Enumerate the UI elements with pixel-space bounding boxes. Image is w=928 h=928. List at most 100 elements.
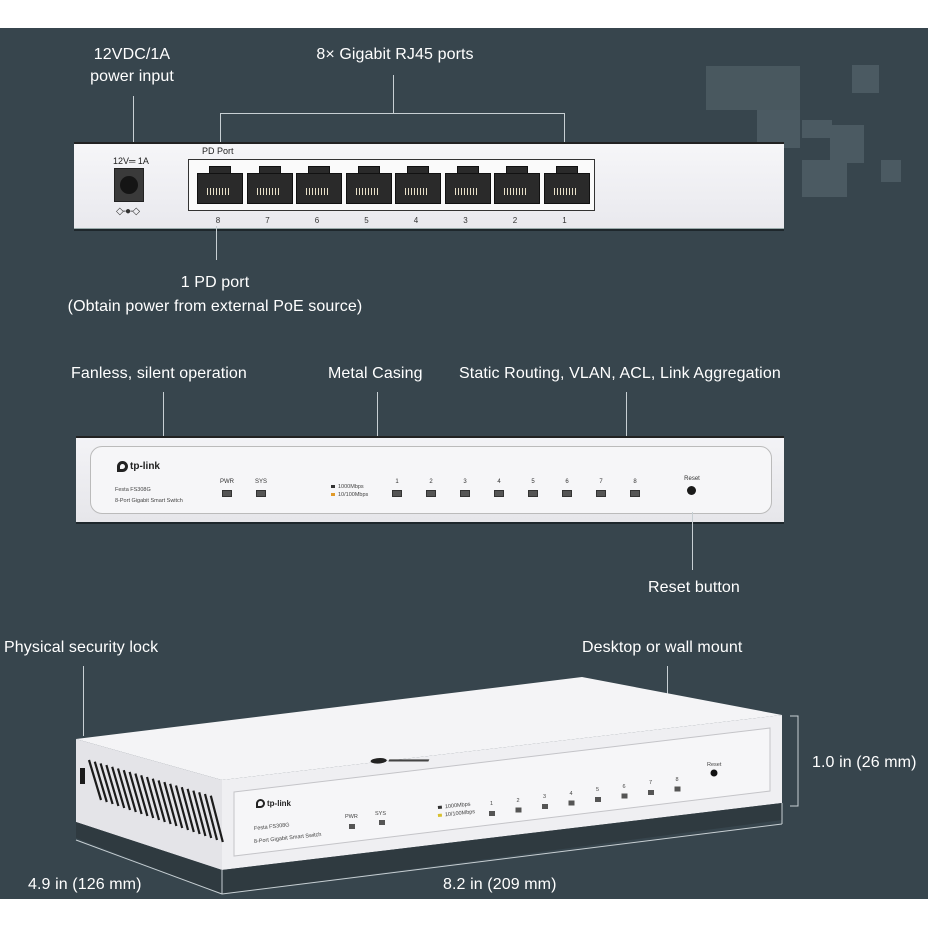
vent-slots	[87, 759, 224, 843]
ports-bracket-left	[220, 113, 221, 155]
port-led-label: 5	[531, 479, 535, 485]
port-latch	[555, 166, 578, 175]
iso-legend-10-100: 10/100Mbps	[437, 809, 476, 819]
legend-1000-text: 1000Mbps	[338, 484, 364, 490]
iso-port-led	[489, 811, 495, 816]
vent-slot	[87, 759, 103, 801]
port-number-label: 2	[512, 216, 518, 225]
port-latch	[258, 166, 281, 175]
vent-slot	[157, 780, 172, 825]
port-led-label: 3	[463, 479, 467, 485]
dc-jack-icon	[114, 168, 144, 202]
sys-led-label: SYS	[254, 479, 267, 485]
port-led-label: 4	[497, 479, 501, 485]
iso-logo-icon	[256, 799, 265, 809]
vent-slot	[203, 793, 219, 841]
port-latch	[308, 166, 330, 175]
iso-port-led	[568, 800, 575, 806]
iso-port-led-label: 7	[649, 780, 653, 786]
vent-slot	[111, 766, 126, 809]
port-led	[630, 490, 640, 497]
iso-sys-led	[379, 820, 385, 825]
polarity-icon: ◇-●-◇	[116, 206, 140, 217]
port-number-label: 8	[215, 216, 221, 225]
ports-leader-line	[393, 75, 394, 113]
port-pins	[256, 188, 281, 195]
iso-side-face	[76, 739, 222, 870]
rj45-port-icon[interactable]	[543, 166, 590, 204]
port-number-label: 6	[314, 216, 320, 225]
iso-port-led	[515, 807, 522, 813]
vent-slot	[163, 781, 178, 827]
vent-slot	[140, 775, 155, 819]
iso-port-led-label: 6	[622, 783, 626, 790]
rj45-port-icon[interactable]	[494, 166, 540, 204]
height-dimension-line	[790, 715, 799, 807]
port-pins	[355, 188, 380, 195]
pd-port-callout: 1 PD port (Obtain power from external Po…	[40, 272, 390, 318]
port-latch	[209, 166, 231, 175]
port-led	[596, 490, 606, 497]
iso-port-led-label: 8	[675, 776, 679, 783]
iso-port-led	[621, 793, 628, 799]
model-name: Festa FS308G	[115, 487, 151, 493]
iso-legend-10-100-text: 10/100Mbps	[444, 809, 476, 819]
port-led-label: 7	[599, 479, 603, 485]
port-pins	[207, 188, 231, 195]
iso-port-led-label: 3	[543, 794, 547, 800]
vent-slot	[105, 764, 120, 807]
vent-slot	[180, 786, 195, 833]
port-led	[562, 490, 572, 497]
vent-slot	[151, 778, 166, 823]
ports-bracket-right	[564, 113, 565, 155]
rj45-port-icon[interactable]	[345, 166, 392, 204]
port-led-label: 6	[565, 479, 569, 485]
port-led-label: 2	[429, 479, 433, 485]
width-dimension: 8.2 in (209 mm)	[443, 876, 557, 893]
port-led-label: 8	[633, 479, 637, 485]
pd-port-label: PD Port	[202, 146, 234, 156]
ports-bracket	[220, 113, 564, 114]
rj45-port-icon[interactable]	[197, 166, 243, 204]
height-dimension: 1.0 in (26 mm)	[812, 754, 917, 771]
port-led-label: 1	[395, 479, 399, 485]
pwr-led	[222, 490, 232, 497]
rj45-port-icon[interactable]	[444, 166, 491, 204]
features-callout: Static Routing, VLAN, ACL, Link Aggregat…	[459, 365, 781, 382]
power-callout: 12VDC/1A power input	[62, 44, 202, 88]
iso-port-led-label: 5	[596, 787, 600, 793]
casing-callout: Metal Casing	[328, 365, 423, 382]
iso-sys-label: SYS	[375, 811, 387, 817]
power-rating-label: 12V═ 1A	[113, 156, 149, 166]
legend-1000: 1000Mbps	[331, 484, 364, 490]
features-leader-line	[626, 392, 627, 436]
reset-callout: Reset button	[648, 579, 740, 596]
port-pins	[405, 188, 429, 195]
rj45-port-icon[interactable]	[296, 166, 342, 204]
casing-leader-line	[377, 392, 378, 436]
rj45-port-icon[interactable]	[246, 166, 293, 204]
vent-slot	[192, 790, 207, 837]
iso-pwr-label: PWR	[345, 814, 358, 820]
legend-1000-swatch	[331, 485, 335, 489]
reset-label: Reset	[684, 476, 700, 482]
vent-slot	[145, 776, 161, 821]
vent-slot	[116, 768, 132, 811]
vent-slot	[209, 795, 224, 843]
legend-10-100-swatch	[331, 493, 335, 497]
rj45-port-icon[interactable]	[395, 166, 441, 204]
vent-slot	[169, 783, 184, 829]
iso-port-led	[542, 804, 548, 809]
reset-button[interactable]	[687, 486, 696, 495]
port-led	[392, 490, 402, 497]
iso-port-led-label: 2	[516, 797, 520, 804]
port-led	[528, 490, 538, 497]
iso-port-led	[674, 786, 681, 792]
power-callout-line1: 12VDC/1A	[93, 46, 171, 63]
vent-slot	[99, 763, 114, 805]
iso-model-name: Festa FS308G	[253, 822, 290, 832]
power-callout-line2: power input	[90, 68, 174, 85]
port-pins	[504, 188, 528, 195]
vent-slot	[93, 761, 108, 803]
